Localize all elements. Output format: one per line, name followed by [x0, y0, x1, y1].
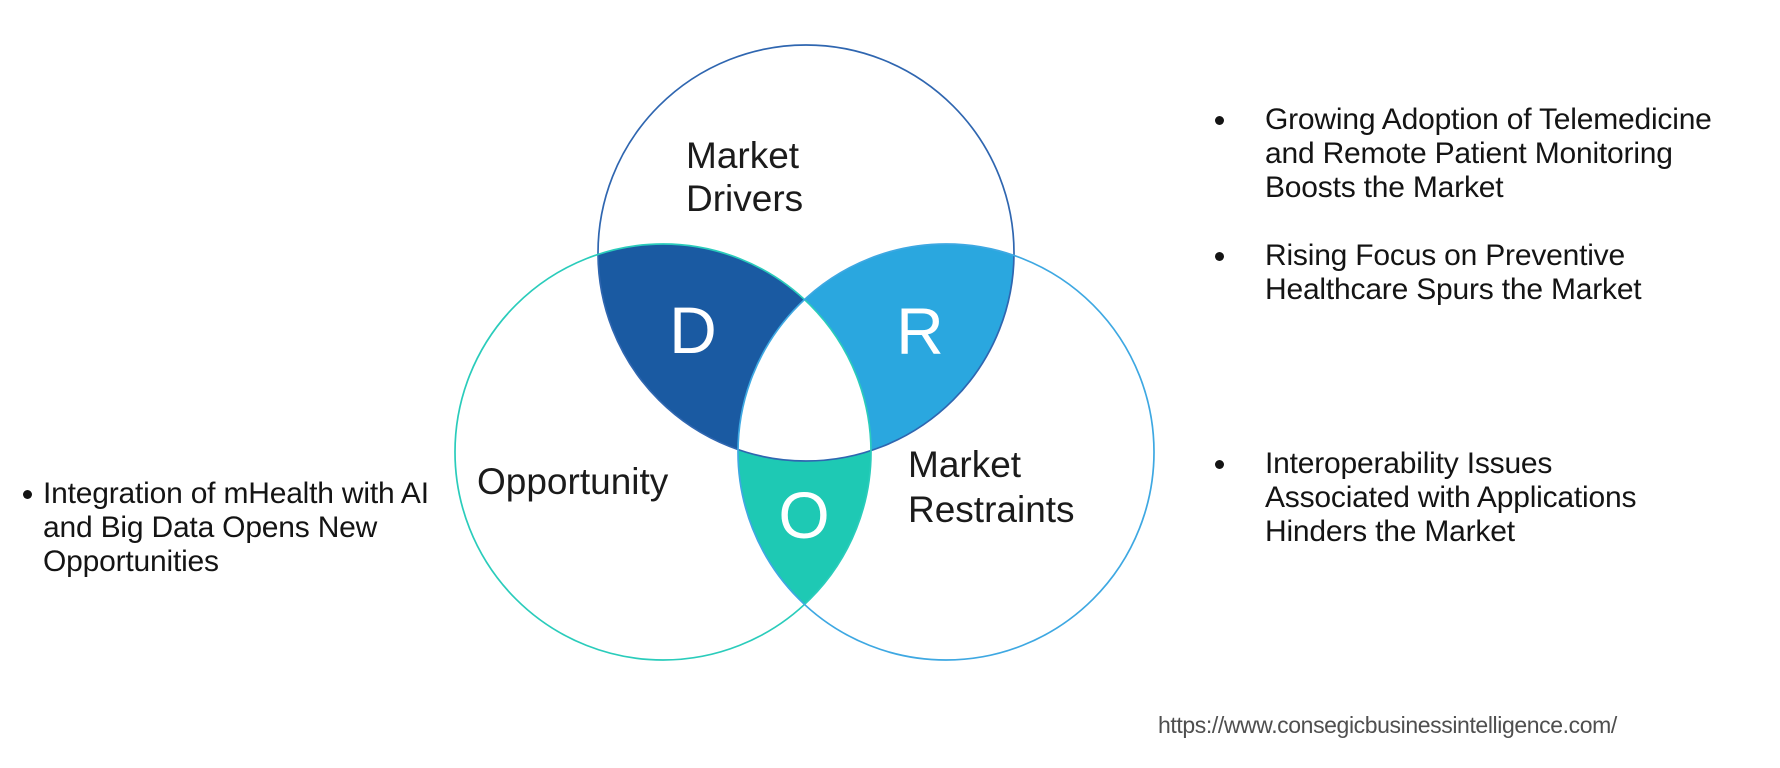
bullet-line: and Remote Patient Monitoring: [1265, 137, 1673, 170]
opportunity-label: Opportunity: [477, 461, 669, 502]
drivers-label-line2: Drivers: [686, 178, 803, 219]
bullet-line: Healthcare Spurs the Market: [1265, 273, 1642, 306]
bullet-icon: [1215, 116, 1224, 125]
restraints-circle-outline: [737, 243, 1155, 661]
bullet-line: Integration of mHealth with AI: [43, 477, 429, 510]
source-url: https://www.consegicbusinessintelligence…: [1158, 712, 1617, 738]
opportunity-letter: O: [778, 478, 829, 552]
drivers-label-line1: Market: [686, 135, 800, 176]
opportunity-bullet-item: Integration of mHealth with AI and Big D…: [23, 477, 429, 579]
bullet-line: and Big Data Opens New: [43, 511, 378, 544]
bullet-line: Hinders the Market: [1265, 515, 1515, 548]
bullet-line: Boosts the Market: [1265, 171, 1504, 204]
drivers-letter: D: [669, 293, 717, 367]
restraints-label-line1: Market: [908, 444, 1022, 485]
bullet-line: Opportunities: [43, 545, 219, 578]
triple-overlap-region: [738, 244, 871, 461]
bullet-line: Associated with Applications: [1265, 481, 1637, 514]
bullet-icon: [23, 490, 32, 499]
bullet-line: Rising Focus on Preventive: [1265, 239, 1625, 272]
bullet-line: Interoperability Issues: [1265, 447, 1553, 480]
bullet-text: Interoperability Issues Associated with …: [1265, 447, 1636, 549]
drivers-circle-outline: [597, 44, 1015, 462]
restraints-label-line2: Restraints: [908, 489, 1075, 530]
bullet-icon: [1215, 460, 1224, 469]
opportunity-circle-outline: [454, 243, 872, 661]
restraint-bullet-item: Interoperability Issues Associated with …: [1215, 447, 1636, 549]
driver-bullet-item-1: Growing Adoption of Telemedicine and Rem…: [1215, 103, 1712, 205]
bullet-text: Growing Adoption of Telemedicine and Rem…: [1265, 103, 1712, 205]
bullet-text: Integration of mHealth with AI and Big D…: [43, 477, 429, 579]
driver-bullet-item-2: Rising Focus on Preventive Healthcare Sp…: [1215, 239, 1642, 307]
restraints-letter: R: [896, 294, 944, 368]
bullet-icon: [1215, 252, 1224, 261]
bullet-line: Growing Adoption of Telemedicine: [1265, 103, 1712, 136]
bullet-text: Rising Focus on Preventive Healthcare Sp…: [1265, 239, 1642, 307]
